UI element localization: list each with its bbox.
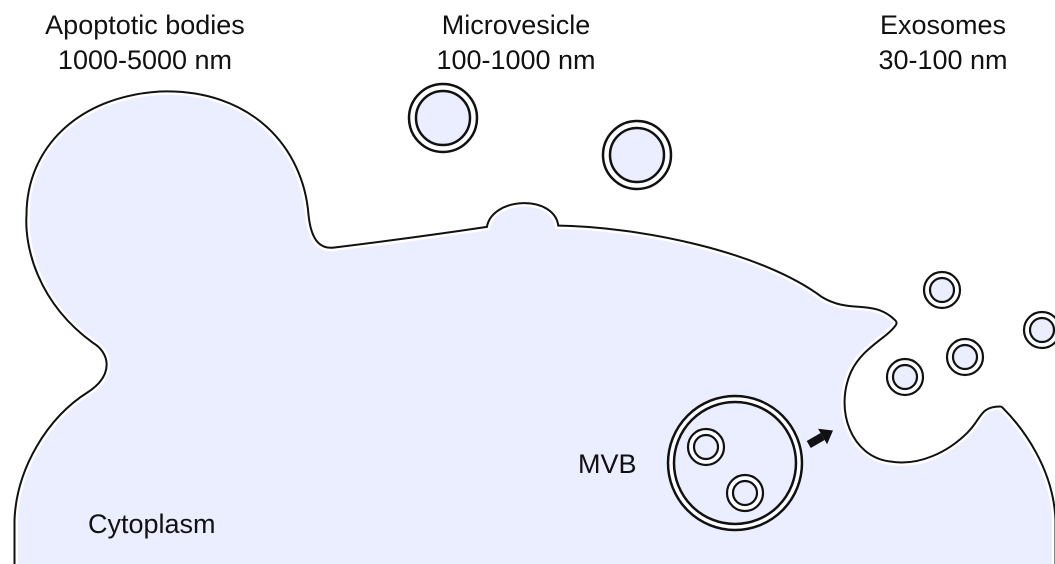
exosome-2 [1024,312,1055,348]
mvb-label: MVB [578,449,637,479]
exosomes-title: Exosomes [880,10,1006,40]
microvesicle-title: Microvesicle [442,10,591,40]
exosome-4 [947,339,983,375]
microvesicle-2 [603,121,671,189]
cell-cytoplasm-fill [18,95,1052,564]
microvesicle-size: 100-1000 nm [436,45,595,75]
exosome-3 [887,359,923,395]
cytoplasm-label: Cytoplasm [88,509,216,539]
apoptotic-bodies-size: 1000-5000 nm [58,45,232,75]
intraluminal-vesicle-1 [688,429,724,465]
intraluminal-vesicle-2 [727,475,763,511]
microvesicle-1 [409,84,477,152]
exosome-1 [924,272,960,308]
cell-body [18,95,1052,564]
multivesicular-body [668,396,802,530]
exosomes-size: 30-100 nm [878,45,1007,75]
apoptotic-bodies-title: Apoptotic bodies [45,10,245,40]
